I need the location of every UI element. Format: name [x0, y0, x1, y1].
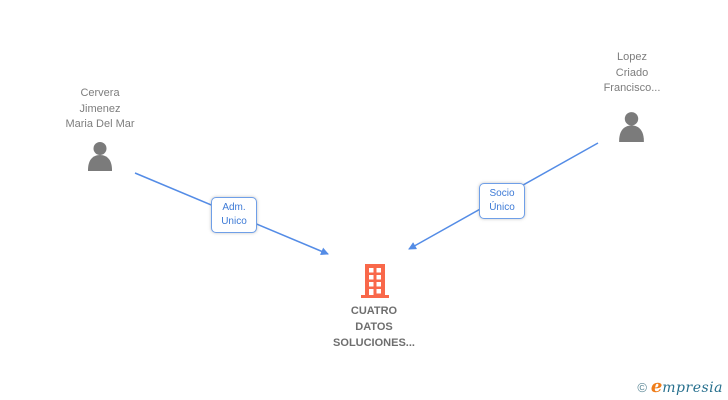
copyright-symbol: ©: [637, 380, 647, 395]
edge-badge-socio-unico: Socio Único: [479, 183, 525, 219]
logo-brand-initial: e: [650, 376, 663, 397]
node-label-person-right[interactable]: Lopez Criado Francisco...: [603, 51, 661, 94]
edge-badge-adm-unico: Adm. Unico: [211, 197, 257, 233]
building-icon[interactable]: [356, 262, 394, 305]
node-label-person-left[interactable]: Cervera Jimenez Maria Del Mar: [65, 87, 135, 130]
node-label-company[interactable]: CUATRO DATOS SOLUCIONES...: [333, 305, 415, 349]
person-icon[interactable]: [84, 140, 116, 177]
person-icon[interactable]: [615, 110, 648, 148]
logo-brand-rest: mpresia: [662, 380, 723, 396]
empresia-logo[interactable]: © empresia: [637, 376, 723, 397]
